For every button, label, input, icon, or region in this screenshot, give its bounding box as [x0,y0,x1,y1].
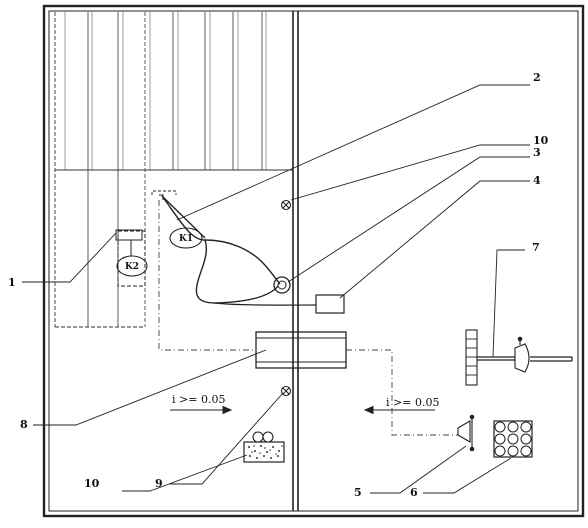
outer-walls [42,4,585,518]
drainage-line [158,200,458,436]
k2-assembly [115,229,148,287]
label-1: 1 [8,276,16,289]
k1-label: K1 [179,234,193,244]
slope-label-left: i >= 0.05 [172,393,225,406]
lamp-top [280,199,292,211]
label-7: 7 [532,241,540,254]
label-10-top: 10 [533,134,549,147]
trough [243,431,285,463]
wall-passage [255,331,347,369]
slope-arrow-left [170,405,233,415]
label-9: 9 [155,477,163,490]
control-box [315,294,345,314]
label-5: 5 [354,486,362,499]
label-3: 3 [533,146,541,159]
label-2: 2 [533,71,541,84]
label-4: 4 [533,174,541,187]
stall-partitions [54,12,293,328]
drain-funnel [457,414,475,452]
k1-assembly [151,190,317,306]
dividing-wall [292,11,299,511]
leader-lines [22,84,530,494]
label-10-bottom: 10 [84,477,100,490]
label-8: 8 [20,418,28,431]
lamp-bottom [280,385,292,397]
bale-stack [493,420,533,458]
slope-arrow-right [363,405,435,415]
slope-label-right: i >= 0.05 [386,396,439,409]
label-6: 6 [410,486,418,499]
rake-assembly [465,329,573,386]
pulley [273,276,291,294]
k2-label: K2 [125,262,139,272]
